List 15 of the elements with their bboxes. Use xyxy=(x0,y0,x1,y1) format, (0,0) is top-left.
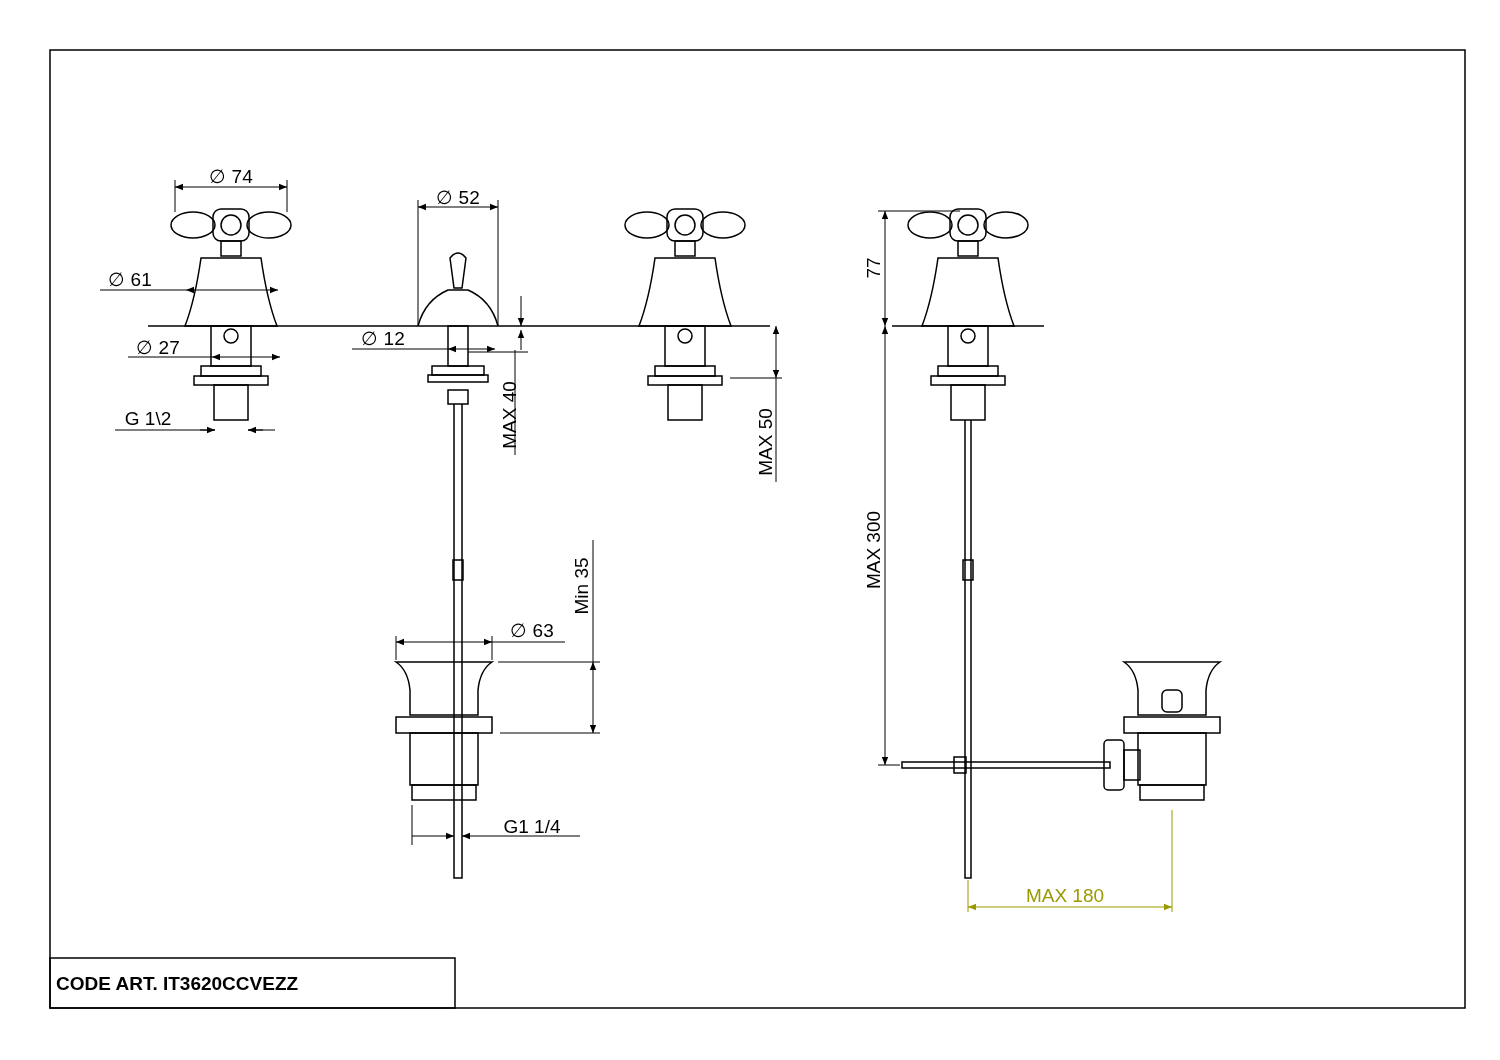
dimension-label: MAX 180 xyxy=(1025,885,1105,905)
dimension-label: ∅ 52 xyxy=(436,187,480,207)
dimension-label: G 1\2 xyxy=(124,408,172,428)
dimension-label: ∅ 74 xyxy=(209,166,253,186)
dimension-label: ∅ 63 xyxy=(510,620,554,640)
dimension-label: ∅ 27 xyxy=(136,337,180,357)
dimension-label: ∅ 61 xyxy=(108,269,152,289)
dimension-label: MAX 300 xyxy=(863,510,883,590)
dimension-label: G1 1/4 xyxy=(503,816,561,836)
article-code: CODE ART. IT3620CCVEZZ xyxy=(56,974,299,993)
dimension-label: MAX 50 xyxy=(755,408,775,476)
dimension-label: MAX 40 xyxy=(499,381,519,449)
dimension-label: 77 xyxy=(863,257,883,279)
dimension-label: Min 35 xyxy=(571,557,591,615)
dimension-label: ∅ 12 xyxy=(361,328,405,348)
